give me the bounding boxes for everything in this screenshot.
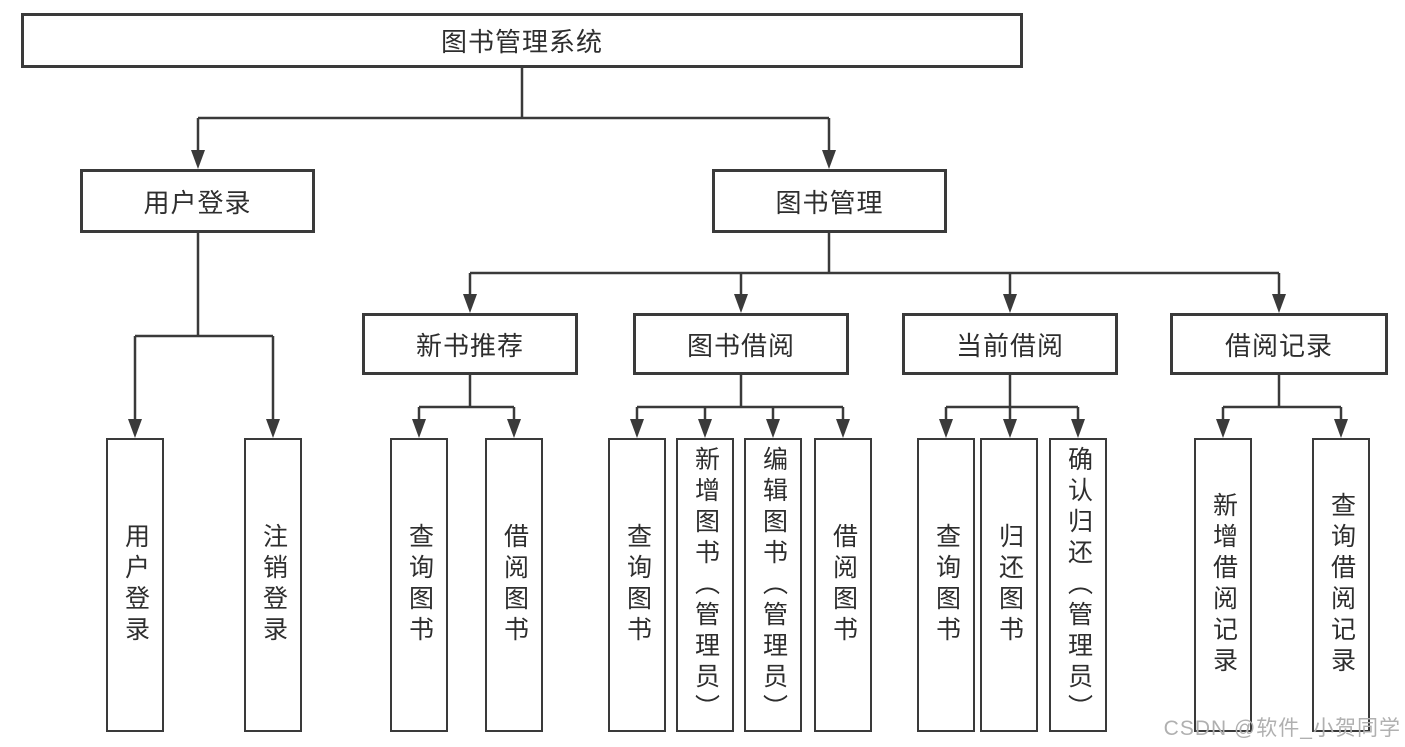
arrow-down-icon: [766, 419, 780, 438]
node-borrow-records-label: 借阅记录: [1224, 330, 1333, 361]
leaf-label: 编辑图书（管理员）: [759, 445, 788, 725]
leaf-query-books-current: 查询图书: [917, 438, 975, 732]
node-book-management-label: 图书管理: [775, 187, 884, 218]
arrow-down-icon: [1216, 419, 1230, 438]
leaf-label: 用户登录: [121, 523, 150, 647]
node-current-borrow-label: 当前借阅: [955, 330, 1064, 361]
leaf-logout: 注销登录: [244, 438, 302, 732]
arrowheads: [128, 150, 1348, 438]
leaf-query-books-recommend: 查询图书: [390, 438, 448, 732]
leaf-query-borrow-record: 查询借阅记录: [1312, 438, 1370, 732]
node-new-book-recommend: 新书推荐: [362, 313, 578, 375]
arrow-down-icon: [836, 419, 850, 438]
node-book-management: 图书管理: [712, 169, 947, 233]
arrow-down-icon: [698, 419, 712, 438]
arrow-down-icon: [1003, 294, 1017, 313]
node-user-login: 用户登录: [80, 169, 315, 233]
arrow-down-icon: [412, 419, 426, 438]
leaf-add-books-admin: 新增图书（管理员）: [676, 438, 734, 732]
leaf-label: 借阅图书: [829, 523, 858, 647]
arrow-down-icon: [1272, 294, 1286, 313]
leaf-add-borrow-record: 新增借阅记录: [1194, 438, 1252, 732]
arrow-down-icon: [939, 419, 953, 438]
node-current-borrow: 当前借阅: [902, 313, 1118, 375]
leaf-label: 借阅图书: [500, 523, 529, 647]
arrow-down-icon: [822, 150, 836, 169]
arrow-down-icon: [1334, 419, 1348, 438]
arrow-down-icon: [507, 419, 521, 438]
node-root: 图书管理系统: [21, 13, 1023, 68]
leaf-query-books-borrow: 查询图书: [608, 438, 666, 732]
arrow-down-icon: [1071, 419, 1085, 438]
arrow-down-icon: [734, 294, 748, 313]
leaf-label: 查询借阅记录: [1327, 492, 1356, 678]
leaf-confirm-return-admin: 确认归还（管理员）: [1049, 438, 1107, 732]
arrow-down-icon: [463, 294, 477, 313]
node-user-login-label: 用户登录: [143, 187, 252, 218]
node-new-book-recommend-label: 新书推荐: [415, 330, 524, 361]
arrow-down-icon: [191, 150, 205, 169]
leaf-label: 归还图书: [995, 523, 1024, 647]
node-book-borrow-label: 图书借阅: [686, 330, 795, 361]
arrow-down-icon: [630, 419, 644, 438]
leaf-return-books: 归还图书: [980, 438, 1038, 732]
leaf-user-login: 用户登录: [106, 438, 164, 732]
leaf-borrow-books-recommend: 借阅图书: [485, 438, 543, 732]
arrow-down-icon: [1003, 419, 1017, 438]
node-borrow-records: 借阅记录: [1170, 313, 1388, 375]
leaf-label: 查询图书: [405, 523, 434, 647]
leaf-label: 新增图书（管理员）: [691, 445, 720, 725]
connector-path: [133, 68, 1343, 421]
leaf-label: 注销登录: [259, 523, 288, 647]
node-root-label: 图书管理系统: [440, 27, 603, 57]
leaf-label: 查询图书: [623, 523, 652, 647]
arrow-down-icon: [266, 419, 280, 438]
leaf-edit-books-admin: 编辑图书（管理员）: [744, 438, 802, 732]
leaf-label: 确认归还（管理员）: [1064, 445, 1093, 725]
leaf-label: 查询图书: [932, 523, 961, 647]
leaf-borrow-books: 借阅图书: [814, 438, 872, 732]
node-book-borrow: 图书借阅: [633, 313, 849, 375]
arrow-down-icon: [128, 419, 142, 438]
leaf-label: 新增借阅记录: [1209, 492, 1238, 678]
csdn-watermark: CSDN @软件_小贺同学: [1163, 717, 1401, 740]
